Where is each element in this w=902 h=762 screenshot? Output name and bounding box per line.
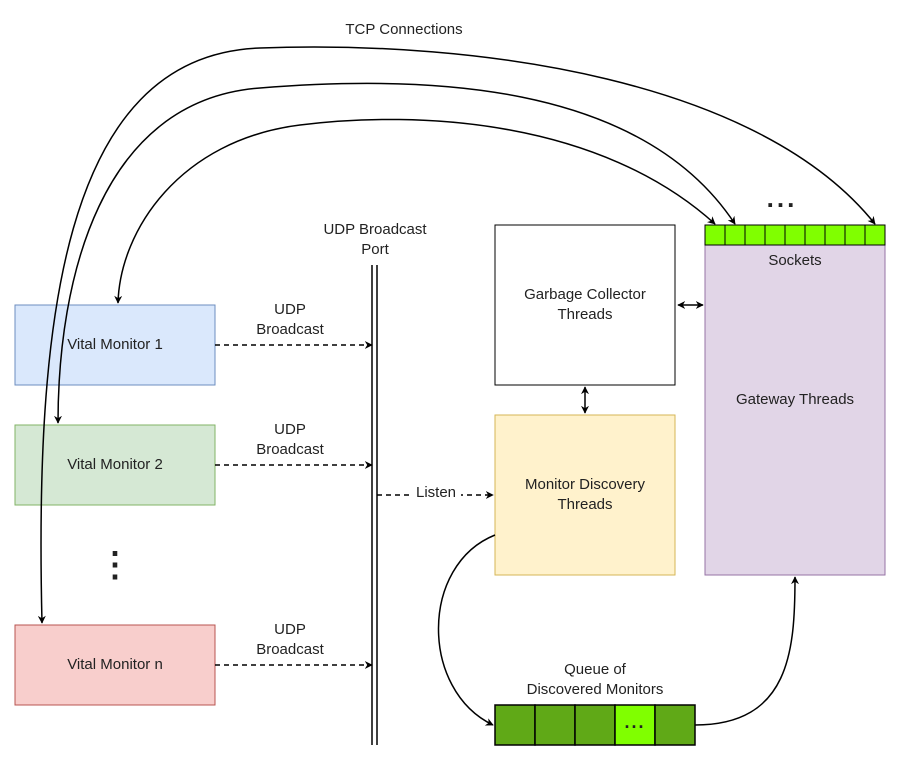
discovery-to-queue-arrow <box>437 534 496 726</box>
monitor-discovery: Monitor Discovery Threads <box>495 415 675 575</box>
sockets-label: Sockets <box>768 252 822 269</box>
queue-label: Queue of Discovered Monitors <box>526 661 664 698</box>
vital-monitor-n: Vital Monitor n <box>15 625 215 705</box>
udp-broadcast-label-n: UDP Broadcast <box>256 621 324 658</box>
vital-monitor-1: Vital Monitor 1 <box>15 305 215 385</box>
garbage-collector-label: Garbage Collector Threads <box>524 286 646 323</box>
vital-monitor-1-label: Vital Monitor 1 <box>67 336 163 353</box>
udp-port-label: UDP Broadcast Port <box>323 221 427 258</box>
vital-monitor-2: Vital Monitor 2 <box>15 425 215 505</box>
sockets-array <box>704 224 886 246</box>
udp-port-line <box>371 265 378 745</box>
tcp-connections-label: TCP Connections <box>345 21 463 38</box>
udp-broadcast-label-1: UDP Broadcast <box>256 301 324 338</box>
gateway-label: Gateway Threads <box>735 391 855 408</box>
vital-monitor-n-label: Vital Monitor n <box>67 656 163 673</box>
monitor-discovery-label: Monitor Discovery Threads <box>524 476 646 513</box>
queue-to-gateway-arrow <box>694 576 799 726</box>
monitors-ellipsis: ⋮ <box>98 546 132 584</box>
vital-monitor-2-label: Vital Monitor 2 <box>67 456 163 473</box>
tcp-connection-n <box>37 46 876 624</box>
udp-broadcast-label-2: UDP Broadcast <box>256 421 324 458</box>
garbage-collector: Garbage Collector Threads <box>495 225 675 385</box>
vital-monitor-n-box <box>14 624 216 706</box>
listen-label: Listen <box>411 483 461 503</box>
gateway-threads: Gateway Threads <box>705 245 885 555</box>
queue-ellipsis: ... <box>624 712 646 732</box>
sockets-ellipsis: ... <box>766 183 798 213</box>
queue-array <box>494 704 696 746</box>
